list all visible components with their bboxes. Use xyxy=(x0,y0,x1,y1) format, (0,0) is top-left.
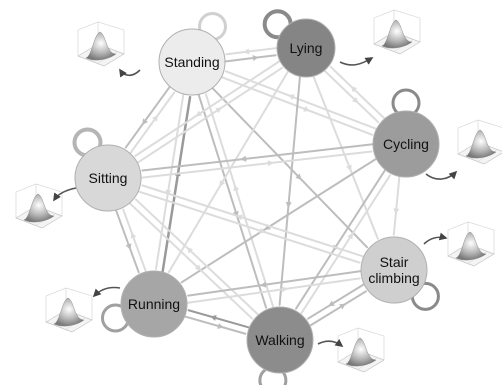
transition-edge-standing-to-sitting xyxy=(124,85,171,149)
state-node-sitting: Sitting xyxy=(74,144,142,212)
transition-edge-standing-to-lying xyxy=(224,54,277,63)
transition-edge-standing-to-stair xyxy=(211,87,369,249)
transition-arrowhead xyxy=(240,155,247,162)
transition-arrowhead xyxy=(393,208,400,215)
transition-arrowhead xyxy=(186,247,194,254)
transition-edge-standing-to-running xyxy=(154,93,185,270)
transition-arrowhead xyxy=(352,96,359,104)
transition-arrowhead xyxy=(215,107,222,114)
transition-arrowhead xyxy=(233,184,240,192)
distribution-plot-cycling xyxy=(457,119,502,165)
distribution-plot-standing xyxy=(77,21,125,67)
emission-arrow-cycling xyxy=(425,170,458,180)
state-label: Lying xyxy=(290,40,323,56)
emission-arrow-lying xyxy=(339,57,374,66)
transition-edge-running-to-sitting xyxy=(122,208,147,273)
transition-edge-walking-to-cycling xyxy=(299,174,392,316)
transition-arrowhead xyxy=(288,94,295,101)
transition-edge-running-to-stair xyxy=(186,277,361,304)
state-nodes: Standing LyingCyclingSittingStairclimbing… xyxy=(74,18,440,374)
state-label: Cycling xyxy=(383,136,429,152)
distribution-plot-sitting xyxy=(15,183,63,229)
transition-arrowhead xyxy=(130,231,137,239)
transition-arrowhead xyxy=(219,180,226,187)
transition-arrowhead xyxy=(236,214,243,221)
transition-arrowhead xyxy=(350,86,358,93)
distribution-plot-stair xyxy=(447,221,495,267)
transition-edge-lying-to-running xyxy=(167,70,290,274)
state-label: climbing xyxy=(368,270,419,286)
distribution-plot-walking xyxy=(337,327,385,373)
transition-edge-stair-to-sitting xyxy=(141,184,365,258)
state-node-running: Running xyxy=(120,270,188,338)
transition-arrowhead xyxy=(339,303,346,310)
state-label: Sitting xyxy=(89,170,128,186)
transition-edge-cycling-to-stair xyxy=(392,175,401,236)
emission-arrow-running xyxy=(92,286,121,298)
transition-arrowhead xyxy=(217,323,224,329)
transition-edge-walking-to-stair xyxy=(308,290,368,327)
state-label: Stair xyxy=(380,254,409,270)
transition-arrowhead xyxy=(194,264,202,271)
transition-edge-cycling-to-sitting xyxy=(141,143,374,172)
transition-arrowhead xyxy=(303,105,310,112)
transition-arrowhead xyxy=(328,300,335,307)
transition-arrowhead xyxy=(346,164,352,172)
transition-edge-walking-to-running xyxy=(187,309,251,329)
transition-edge-sitting-to-running xyxy=(115,209,140,274)
state-node-walking: Walking xyxy=(246,306,314,374)
transition-edge-lying-to-cycling xyxy=(323,69,380,124)
transition-edge-lying-to-sitting xyxy=(134,59,281,157)
state-label: Walking xyxy=(255,332,304,348)
transition-edge-sitting-to-stair xyxy=(137,190,361,264)
transition-arrowhead xyxy=(195,110,203,117)
transition-arrowhead xyxy=(259,281,267,288)
transition-edge-running-to-standing xyxy=(161,95,192,274)
state-node-standing: Standing xyxy=(158,28,226,96)
transition-arrowhead xyxy=(347,232,354,240)
transition-arrowhead xyxy=(259,227,266,234)
transition-arrowhead xyxy=(295,173,302,180)
emission-arrow-standing xyxy=(119,68,141,78)
transition-edge-stair-to-walking xyxy=(306,283,366,320)
transition-arrowhead xyxy=(252,55,259,62)
distribution-plot-running xyxy=(45,287,93,333)
distribution-plot-lying xyxy=(373,9,421,55)
state-node-cycling: Cycling xyxy=(372,110,440,178)
transition-arrowhead xyxy=(264,224,271,230)
transition-edge-cycling-to-lying xyxy=(329,65,386,120)
transition-arrowhead xyxy=(142,118,148,126)
transition-edge-walking-to-standing xyxy=(204,93,275,309)
state-label: Standing xyxy=(164,54,219,70)
transition-arrowhead xyxy=(281,286,289,293)
transition-edge-sitting-to-cycling xyxy=(140,150,373,179)
state-node-lying: Lying xyxy=(276,18,336,78)
transition-edge-lying-to-standing xyxy=(225,47,278,56)
transition-edges xyxy=(115,47,401,335)
emission-arrow-sitting xyxy=(53,187,77,202)
transition-edge-running-to-walking xyxy=(183,315,247,335)
transition-arrowhead xyxy=(152,114,158,122)
emission-arrow-stair xyxy=(423,232,448,245)
transition-edge-sitting-to-walking xyxy=(128,202,254,320)
transition-edge-sitting-to-lying xyxy=(136,66,284,164)
transition-edge-sitting-to-standing xyxy=(129,91,176,155)
transition-arrowhead xyxy=(267,160,274,167)
transition-edge-lying-to-walking xyxy=(278,75,301,306)
transition-arrowhead xyxy=(210,315,217,321)
transition-edge-standing-to-walking xyxy=(197,93,268,309)
transition-arrowhead xyxy=(125,243,132,251)
transition-arrowhead xyxy=(243,48,250,55)
transition-edge-stair-to-running xyxy=(187,270,362,297)
distribution-plots xyxy=(15,9,502,373)
transition-arrowhead xyxy=(285,201,292,209)
emission-arrow-walking xyxy=(317,338,344,347)
state-label: Running xyxy=(128,296,180,312)
emission-arrows xyxy=(53,57,458,347)
transition-edge-cycling-to-running xyxy=(180,157,378,284)
